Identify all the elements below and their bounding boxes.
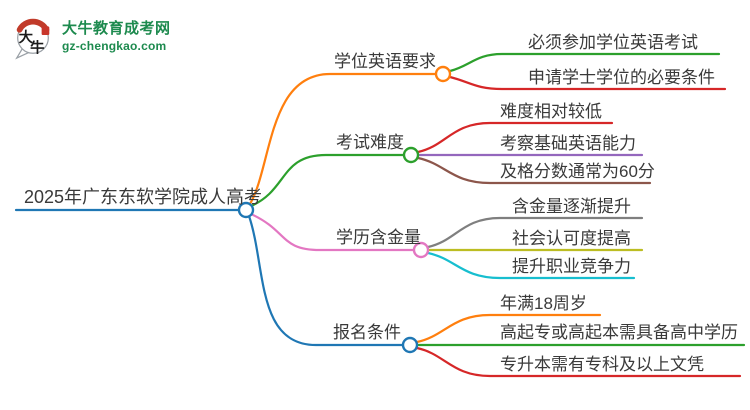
logo-char-niu: 牛	[30, 38, 44, 56]
site-name: 大牛教育成考网	[62, 19, 171, 37]
leaf-2-2-label[interactable]: 提升职业竞争力	[512, 257, 631, 276]
logo-char-da: 大	[19, 28, 34, 46]
site-url: gz-chengkao.com	[62, 38, 167, 53]
branch-2-link	[249, 212, 416, 252]
leaf-3-2-link	[415, 346, 742, 378]
branch-2-node-circle[interactable]	[412, 241, 430, 259]
logo-text-block: 大牛教育成考网 gz-chengkao.com	[62, 21, 171, 52]
bull-logo-icon: 大 牛	[15, 18, 50, 60]
leaf-0-0-label[interactable]: 必须参加学位英语考试	[528, 33, 698, 52]
branch-3-label[interactable]: 报名条件	[333, 323, 401, 342]
leaf-3-1-label[interactable]: 高起专或高起本需具备高中学历	[500, 323, 738, 342]
leaf-2-0-label[interactable]: 含金量逐渐提升	[512, 197, 631, 216]
leaf-1-0-label[interactable]: 难度相对较低	[500, 102, 602, 121]
branch-1-label[interactable]: 考试难度	[336, 133, 404, 152]
branch-1-node-circle[interactable]	[402, 146, 420, 164]
leaf-3-0-link	[415, 313, 602, 344]
root-topic-label[interactable]: 2025年广东东软学院成人高考	[24, 187, 263, 207]
leaf-2-2-link	[426, 251, 636, 280]
leaf-3-0-label[interactable]: 年满18周岁	[500, 294, 587, 313]
site-logo[interactable]: 大 牛 大牛教育成考网 gz-chengkao.com	[10, 12, 171, 60]
branch-0-link	[248, 72, 438, 206]
leaf-1-1-label[interactable]: 考察基础英语能力	[500, 134, 636, 153]
root-node-circle[interactable]	[237, 201, 255, 219]
branch-0-label[interactable]: 学位英语要求	[334, 52, 436, 71]
branch-0-node-circle[interactable]	[434, 65, 452, 83]
branch-2-label[interactable]: 学历含金量	[336, 228, 421, 247]
leaf-3-2-label[interactable]: 专升本需有专科及以上文凭	[500, 355, 704, 374]
red-seal-stamp	[41, 26, 50, 36]
leaf-2-1-label[interactable]: 社会认可度提高	[512, 229, 631, 248]
leaf-1-2-label[interactable]: 及格分数通常为60分	[500, 162, 655, 181]
branch-3-node-circle[interactable]	[401, 336, 419, 354]
leaf-0-0-link	[448, 52, 721, 73]
branch-1-link	[249, 153, 406, 208]
leaf-1-0-link	[416, 121, 614, 154]
leaf-2-0-link	[426, 216, 644, 249]
leaf-0-1-link	[448, 75, 727, 91]
leaf-1-2-link	[416, 156, 652, 185]
leaf-0-1-label[interactable]: 申请学士学位的必要条件	[528, 68, 715, 87]
branch-3-link	[247, 214, 405, 347]
